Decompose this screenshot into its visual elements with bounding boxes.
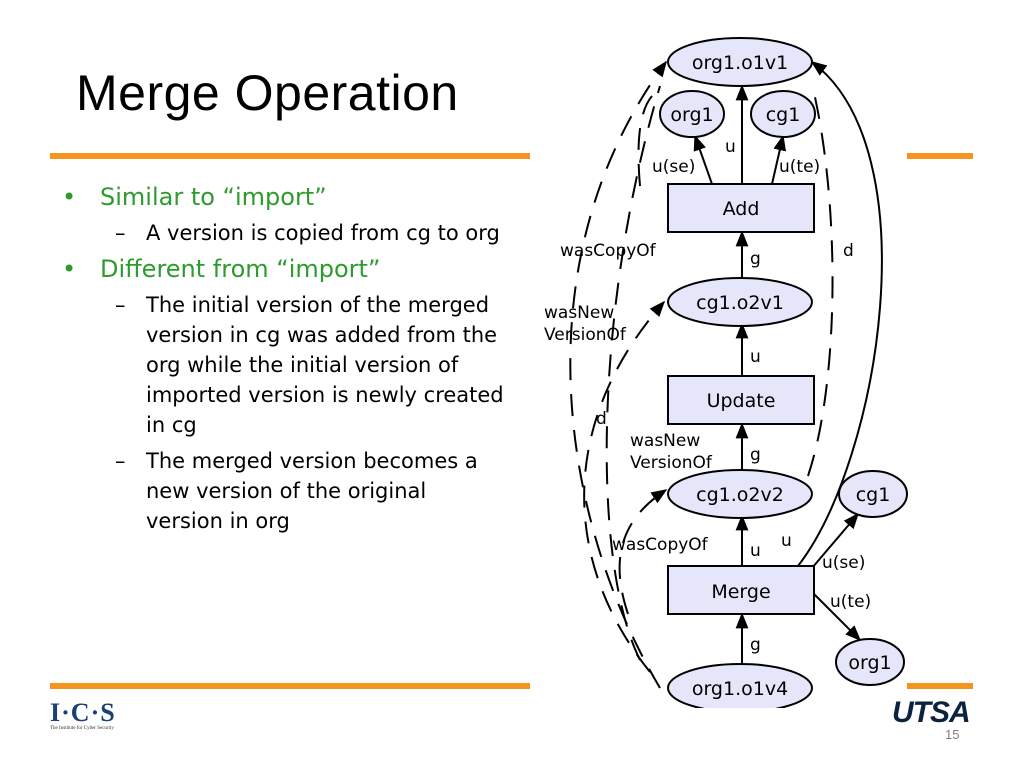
bullet-different: Different from “import” [56,254,506,284]
dash-marker: – [115,293,126,317]
edge-label-wasCopyOf-bottom: wasCopyOf [612,535,709,555]
edge-label-d-right: d [843,241,854,261]
node-cg1-o2v2 [667,469,813,519]
edge-label-u-update: u [750,347,761,367]
label-cg1-o2v1: cg1.o2v1 [696,292,784,314]
subbullet-initial-version: –The initial version of the merged versi… [56,290,506,440]
dashed-org1-to-org1o1v1 [637,95,653,187]
page-number: 15 [945,727,960,742]
ics-logo: I·C·S The Institute for Cyber Security [50,700,122,736]
subbullet-merged-version-text: The merged version becomes a new version… [146,449,478,533]
label-merge: Merge [711,581,770,603]
edge-labels: u(se) u u(te) wasCopyOf g d wasNew Versi… [544,137,871,655]
utsa-logo: UTSA [892,696,971,729]
edge-add-to-cg1 [771,134,787,185]
edge-label-u-se-top: u(se) [652,157,695,177]
edge-label-wasNew-left-2: VersionOf [544,325,627,345]
edge-label-wasNew-mid-1: wasNew [630,431,700,451]
bullet-similar-text: Similar to “import” [100,183,327,211]
edge-label-u-te-right: u(te) [830,592,871,612]
label-cg1-top: cg1 [766,104,801,126]
label-org1-o1v1: org1.o1v1 [692,52,788,74]
merge-diagram: org1.o1v1 org1 cg1 Add cg1.o2v1 Update c… [544,37,908,708]
edge-label-g-add: g [750,249,761,269]
edge-label-g-update: g [750,445,761,465]
label-org1-right: org1 [848,652,891,674]
node-update [667,375,815,425]
node-cg1-right [838,470,908,518]
dashed-wasNewVersionOf-left [583,300,666,673]
edge-label-u-merge-curve: u [781,531,792,551]
dashed-wasCopyOf-top [569,60,667,689]
bottom-rule-left [50,683,530,689]
top-rule-left [50,153,530,159]
label-update: Update [707,390,776,412]
node-merge [667,565,815,615]
label-org1-o1v4: org1.o1v4 [692,678,788,700]
subbullet-copied-text: A version is copied from cg to org [146,221,500,245]
node-cg1-top [750,90,816,138]
bullet-similar: Similar to “import” [56,182,506,212]
subbullet-initial-version-text: The initial version of the merged versio… [146,293,504,437]
node-add [667,183,815,233]
edge-label-g-merge: g [750,635,761,655]
top-rule-right [907,153,973,159]
node-org1-o1v1 [667,37,813,87]
dashed-d-right [807,83,834,477]
edge-merge-to-org1-right [811,591,862,642]
diagram-dashed-edges [569,60,834,689]
node-org1-o1v4 [667,663,813,708]
node-labels: org1.o1v1 org1 cg1 Add cg1.o2v1 Update c… [670,52,891,700]
diagram-edges [693,61,883,666]
edge-label-u-merge-up: u [750,541,761,561]
dash-marker: – [115,221,126,245]
node-org1-top [659,90,725,138]
edge-label-u-te-top: u(te) [779,157,820,177]
ics-logo-letters: I·C·S [50,698,116,727]
label-add: Add [723,198,760,220]
edge-merge-to-cg1-right [811,512,860,569]
ics-logo-subtitle: The Institute for Cyber Security [50,726,114,731]
subbullet-copied: –A version is copied from cg to org [56,218,506,248]
slide-title: Merge Operation [76,65,459,121]
edge-label-u-se-right: u(se) [822,553,865,573]
node-org1-right [835,638,905,686]
bottom-rule-right [907,683,973,689]
edge-label-wasNew-left-1: wasNew [544,303,614,323]
dashed-d-left [605,85,661,661]
dashed-wasNewVersionOf-mid [618,489,668,615]
label-org1-top: org1 [670,104,713,126]
label-cg1-o2v2: cg1.o2v2 [696,484,784,506]
bullet-different-text: Different from “import” [100,255,381,283]
node-cg1-o2v1 [667,277,813,327]
label-cg1-right: cg1 [856,484,891,506]
bullet-list: Similar to “import” –A version is copied… [56,182,506,542]
edge-add-to-org1 [693,134,713,185]
edge-label-d-left: d [596,409,607,429]
diagram-nodes [659,37,908,708]
edge-label-u-top: u [725,137,736,157]
edge-merge-to-org1o1v1-curve [797,61,883,567]
edge-label-wasCopyOf-top: wasCopyOf [560,241,657,261]
subbullet-merged-version: –The merged version becomes a new versio… [56,446,506,536]
edge-label-wasNew-mid-2: VersionOf [630,453,713,473]
dash-marker: – [115,449,126,473]
